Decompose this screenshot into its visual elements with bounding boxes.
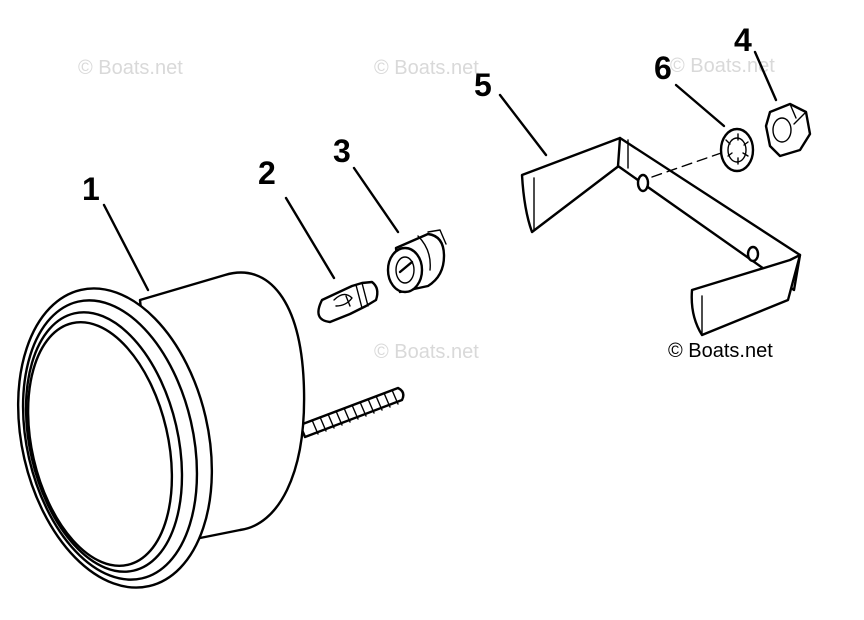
leader-4	[753, 50, 778, 102]
gauge-bezel	[16, 287, 214, 589]
leader-5	[498, 93, 548, 157]
watermark: © Boats.net	[374, 341, 479, 363]
copyright-credit: © Boats.net	[668, 340, 773, 362]
leader-lines	[102, 50, 778, 292]
part-6-lock-washer	[719, 127, 755, 173]
part-1-gauge	[16, 271, 405, 589]
leader-1	[102, 203, 150, 292]
callout-2: 2	[258, 155, 276, 191]
part-4-hex-nut	[764, 102, 812, 158]
part-2-bulb	[317, 280, 379, 324]
callout-4: 4	[734, 22, 752, 58]
watermark: © Boats.net	[78, 57, 183, 79]
callout-3: 3	[333, 133, 351, 169]
leader-2	[284, 196, 336, 280]
long-stud	[298, 386, 405, 439]
callout-6: 6	[654, 50, 672, 86]
bezel-inner-ring	[24, 311, 184, 573]
watermark: © Boats.net	[670, 55, 775, 77]
bracket-hole-side	[746, 245, 760, 263]
bezel-ring	[21, 299, 199, 581]
part-3-socket	[386, 229, 447, 294]
bracket-hole-top	[636, 173, 650, 193]
part-5-bracket	[520, 136, 802, 337]
leader-6	[674, 83, 726, 128]
leader-3	[352, 166, 400, 234]
assembly-line	[651, 151, 725, 178]
callout-1: 1	[82, 171, 100, 207]
callout-5: 5	[474, 67, 492, 103]
socket-face	[386, 246, 424, 294]
watermark: © Boats.net	[374, 57, 479, 79]
callout-numbers: 1 2 3 4 5 6	[82, 22, 752, 207]
gauge-lens	[26, 321, 174, 567]
